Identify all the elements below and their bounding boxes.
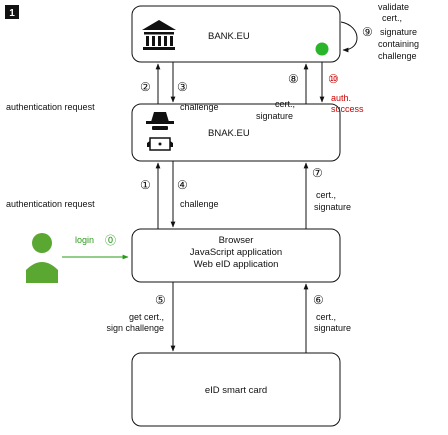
bank-node: BANK.EU xyxy=(131,5,341,63)
step-9-label: validate cert., signature containing cha… xyxy=(378,2,419,61)
step-9-number: ⑨ xyxy=(362,25,373,39)
svg-text:signature: signature xyxy=(380,27,417,37)
smartcard-node: eID smart card xyxy=(131,352,341,427)
svg-text:get cert.,: get cert., xyxy=(129,312,164,322)
browser-node: Browser JavaScript application Web eID a… xyxy=(131,228,341,283)
bnak-title: BNAK.EU xyxy=(208,128,250,139)
validate-loop-arrow xyxy=(340,21,358,53)
figure-badge: 1 xyxy=(5,5,19,19)
step-6-number: ⑥ xyxy=(313,293,324,307)
step-10-number: ⑩ xyxy=(328,72,339,86)
svg-text:cert.,: cert., xyxy=(382,13,402,23)
step-3-label: challenge xyxy=(180,102,219,112)
svg-text:Web eID application: Web eID application xyxy=(194,259,279,270)
step-7-number: ⑦ xyxy=(312,166,323,180)
step-5-number: ⑤ xyxy=(155,293,166,307)
svg-text:containing: containing xyxy=(378,39,419,49)
step-4-label: challenge xyxy=(180,199,219,209)
svg-text:signature: signature xyxy=(314,202,351,212)
step-10-label: auth. success xyxy=(331,93,364,114)
svg-text:Browser: Browser xyxy=(219,235,254,246)
user-person-icon xyxy=(26,233,58,283)
svg-text:sign challenge: sign challenge xyxy=(106,323,164,333)
bank-building-icon xyxy=(142,20,176,50)
step-7-label: cert., signature xyxy=(314,190,351,212)
svg-text:success: success xyxy=(331,104,364,114)
step-0-label: login xyxy=(75,235,94,245)
step-1-label: authentication request xyxy=(6,199,95,209)
svg-text:JavaScript application: JavaScript application xyxy=(190,247,282,258)
step-2-number: ② xyxy=(140,80,151,94)
svg-text:challenge: challenge xyxy=(378,51,417,61)
green-status-dot-icon xyxy=(315,42,329,56)
svg-text:cert.,: cert., xyxy=(316,312,336,322)
step-6-label: cert., signature xyxy=(314,312,351,333)
svg-text:signature: signature xyxy=(256,111,293,121)
svg-text:validate: validate xyxy=(378,2,409,12)
smartcard-title: eID smart card xyxy=(205,385,267,396)
step-3-number: ③ xyxy=(177,80,188,94)
step-1-number: ① xyxy=(140,178,151,192)
svg-text:auth.: auth. xyxy=(331,93,351,103)
svg-text:cert.,: cert., xyxy=(316,190,336,200)
bnak-node: BNAK.EU xyxy=(131,103,341,162)
step-8-label: cert., signature xyxy=(256,99,295,121)
step-5-label: get cert., sign challenge xyxy=(106,312,164,333)
svg-text:signature: signature xyxy=(314,323,351,333)
step-4-number: ④ xyxy=(177,178,188,192)
step-8-number: ⑧ xyxy=(288,72,299,86)
svg-text:cert.,: cert., xyxy=(275,99,295,109)
step-2-label: authentication request xyxy=(6,102,95,112)
hacker-spy-icon xyxy=(146,112,174,151)
bank-title: BANK.EU xyxy=(208,31,250,42)
step-0-number: ⓪ xyxy=(105,234,116,247)
svg-text:1: 1 xyxy=(9,8,15,19)
